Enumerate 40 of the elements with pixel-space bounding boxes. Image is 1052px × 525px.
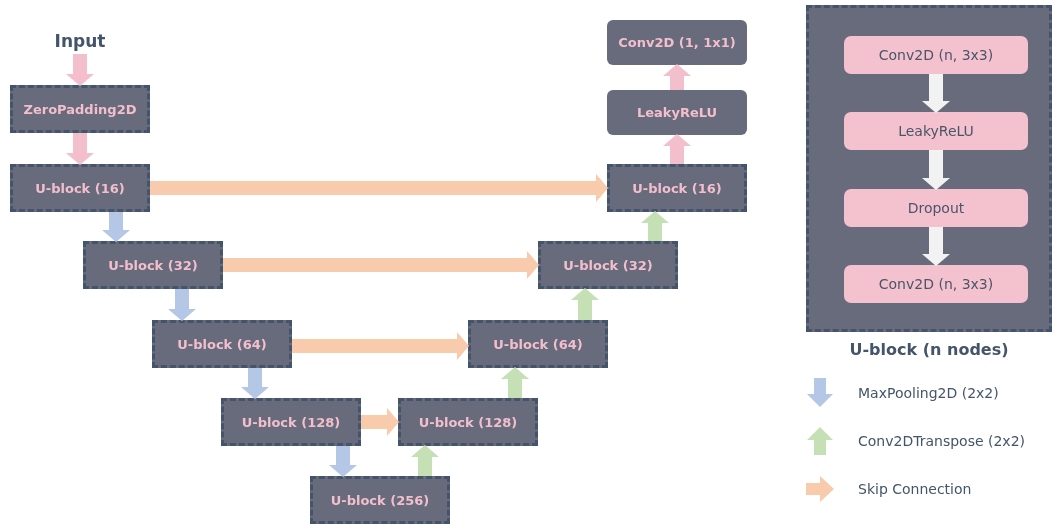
block-arrow — [922, 74, 950, 113]
block-arrow — [292, 332, 469, 360]
block-arrow — [641, 211, 669, 241]
legend-label: Skip Connection — [858, 481, 972, 497]
layer-box: Conv2D (n, 3x3) — [844, 36, 1028, 74]
block-arrow — [150, 174, 608, 202]
block-arrow — [168, 289, 196, 321]
layer-block: U-block (256) — [310, 476, 450, 524]
block-arrow — [663, 64, 691, 90]
block-arrow — [102, 212, 130, 242]
block-arrow — [663, 134, 691, 164]
block-arrow — [411, 445, 439, 476]
input-label: Input — [30, 28, 130, 54]
block-arrow — [66, 54, 94, 86]
layer-box: Conv2D (1, 1x1) — [607, 20, 747, 65]
block-arrow — [501, 367, 529, 398]
legend-label: MaxPooling2D (2x2) — [858, 385, 999, 401]
layer-box: Conv2D (n, 3x3) — [844, 265, 1028, 303]
block-arrow — [223, 251, 539, 279]
layer-block: U-block (64) — [468, 320, 608, 368]
layer-block: U-block (16) — [10, 164, 150, 212]
layer-block: U-block (32) — [538, 241, 678, 289]
block-arrow — [66, 133, 94, 165]
layer-box: Dropout — [844, 189, 1028, 227]
block-arrow — [329, 446, 357, 477]
legend-label: Conv2DTranspose (2x2) — [858, 433, 1025, 449]
block-arrow — [922, 227, 950, 266]
layer-block: U-block (16) — [607, 164, 747, 212]
layer-box: LeakyReLU — [844, 112, 1028, 150]
layer-block: U-block (32) — [83, 241, 223, 289]
layer-block: U-block (128) — [398, 398, 538, 446]
layer-box: LeakyReLU — [607, 90, 747, 135]
block-arrow — [922, 150, 950, 190]
block-arrow — [361, 408, 399, 436]
layer-block: U-block (128) — [221, 398, 361, 446]
block-arrow — [571, 288, 599, 320]
block-arrow — [241, 368, 269, 399]
layer-block: U-block (64) — [152, 320, 292, 368]
panel-title: U-block (n nodes) — [848, 340, 1010, 359]
layer-block: ZeroPadding2D — [10, 85, 150, 133]
